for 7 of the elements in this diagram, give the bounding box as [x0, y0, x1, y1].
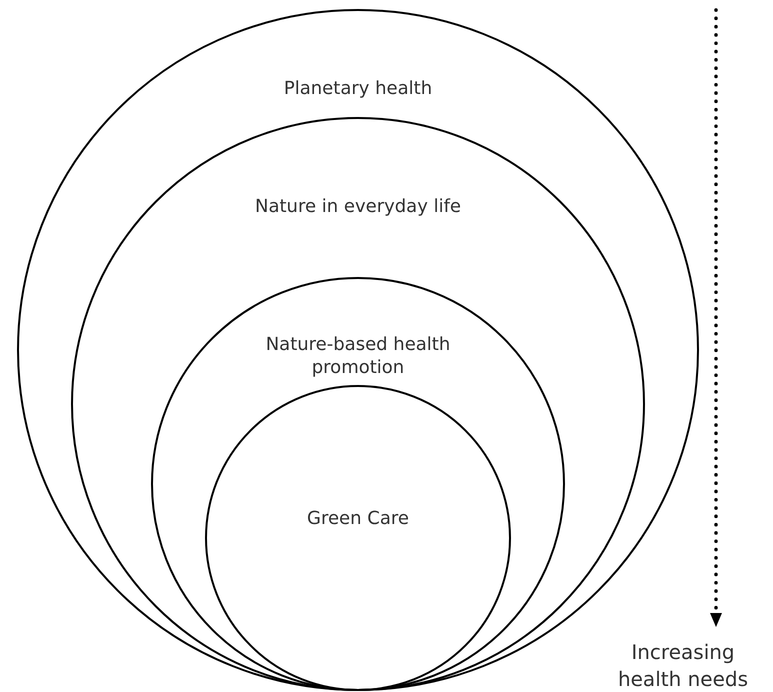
- circle-label: Nature in everyday life: [254, 195, 462, 218]
- circle-label: Nature-based health promotion: [264, 333, 452, 380]
- circle-label: Green Care: [306, 507, 410, 530]
- axis-label: Increasing health needs: [616, 639, 750, 692]
- circle-label: Planetary health: [282, 77, 434, 100]
- circle: [205, 385, 511, 691]
- circle: [151, 277, 565, 691]
